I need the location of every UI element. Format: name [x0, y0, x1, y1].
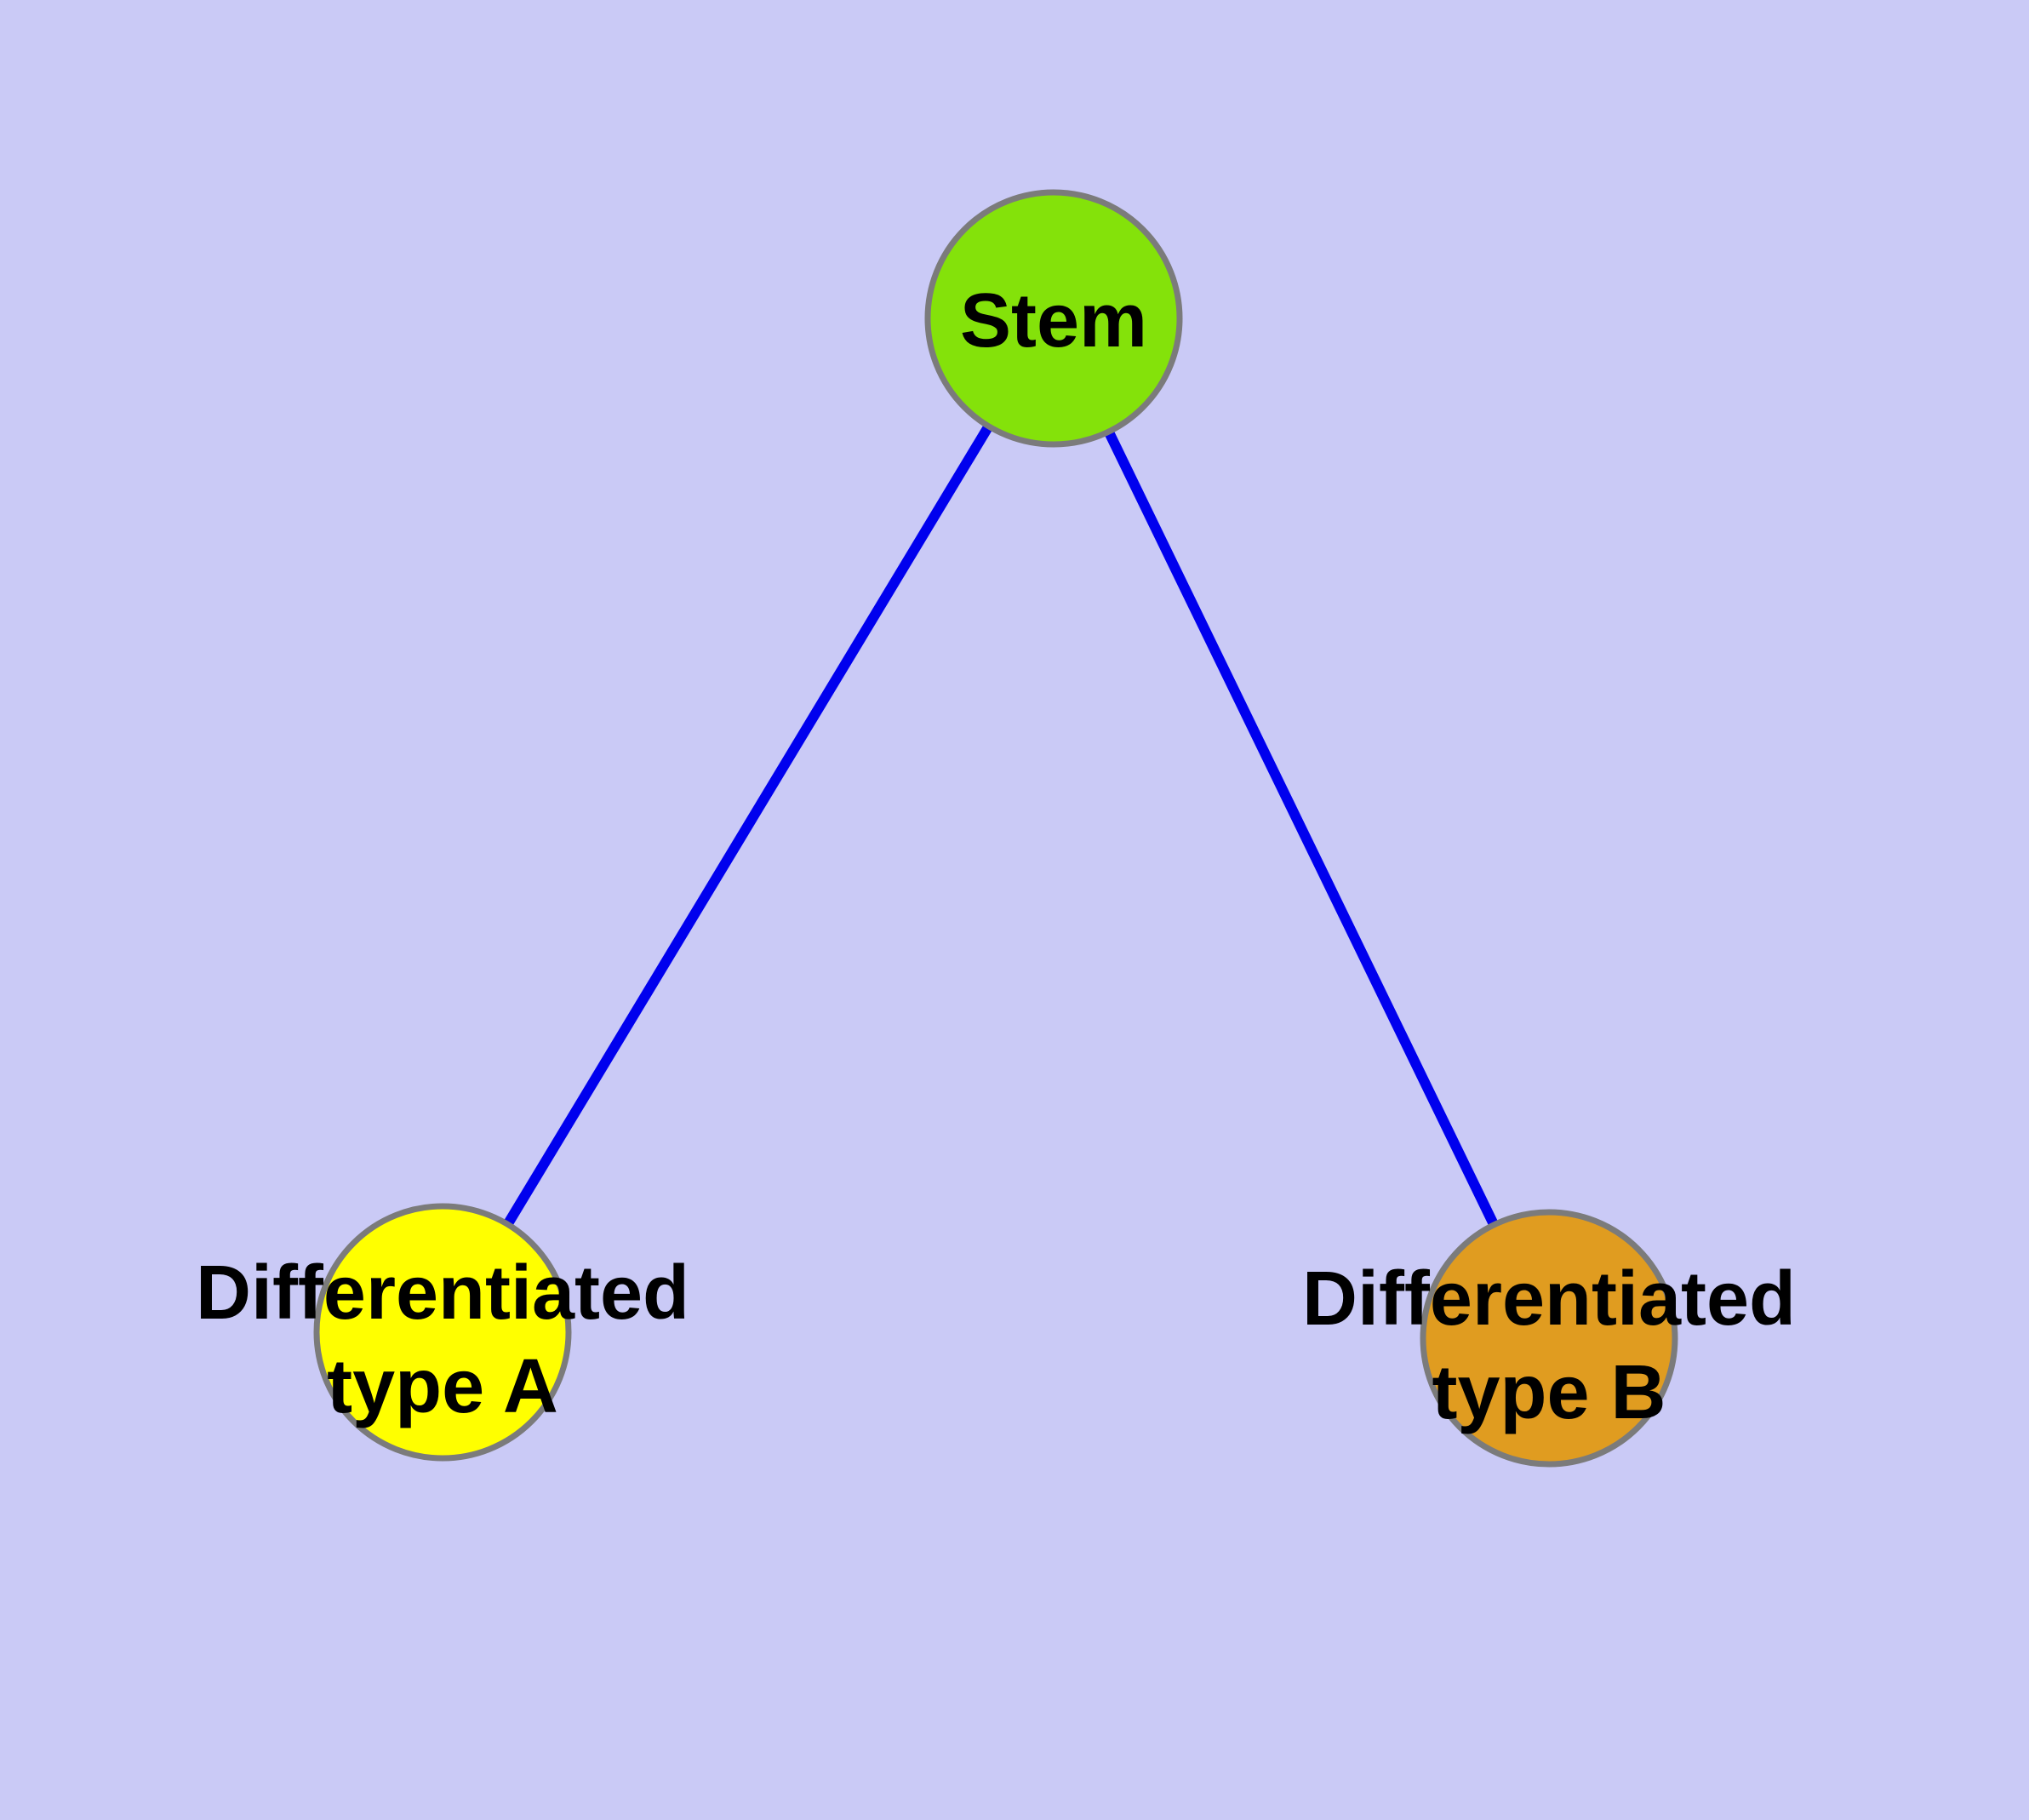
node-stem [924, 189, 1183, 448]
edge-stem-to-type-b [1049, 316, 1554, 1341]
edge-stem-to-type-a [437, 315, 1059, 1336]
node-type-b-label-line1: Differentiated [1302, 1256, 1796, 1342]
node-stem-label: Stem [960, 278, 1147, 363]
node-type-a-label-line2: type A [327, 1344, 558, 1429]
node-type-a-label-line1: Differentiated [196, 1251, 689, 1336]
node-differentiated-type-b [1420, 1209, 1678, 1468]
node-differentiated-type-a [313, 1203, 572, 1462]
node-type-b-label-line2: type B [1432, 1350, 1666, 1435]
